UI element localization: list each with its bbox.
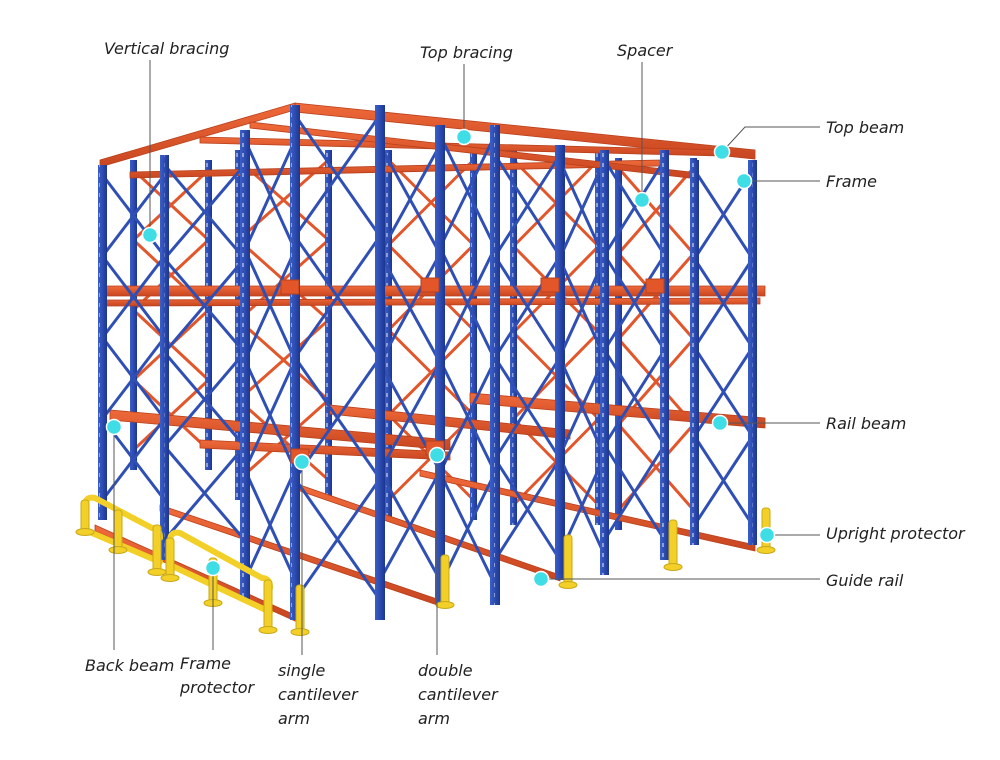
label-frame-protector: Frame protector [180,652,254,700]
rear-frame-3-upright-left-holes [511,150,514,525]
label-vertical-bracing: Vertical bracing [104,37,229,61]
label-frame: Frame [826,170,877,194]
callout-dot-single-cantilever-arm [295,455,310,470]
callout-dot-top-beam [715,145,730,160]
callout-dot-upright-protector [760,528,775,543]
rear-frame-0-upright-left-holes [131,160,134,470]
frame-protector-right-post-a [166,538,174,578]
front-frame-1-upright-left-holes [161,155,165,560]
frame-protector-left-post-c-base [148,569,166,576]
front-frame-4-upright-left-holes [376,135,380,600]
callout-dot-double-cantilever-arm [430,448,445,463]
frame-protector-left-post-b-base [109,547,127,554]
upright-protector-far [669,520,677,567]
cantilever-plate-3 [646,279,664,293]
cantilever-plate-0 [281,280,299,294]
front-frame-0-upright-left-holes [99,165,103,520]
label-guide-rail: Guide rail [826,569,903,593]
cantilever-plate-1 [421,278,439,292]
upright-protector-mid [441,555,449,605]
frame-protector-right-post-c-base [259,627,277,634]
label-back-beam: Back beam [85,654,174,678]
front-frame-8-upright-left-holes [601,150,605,560]
frame-protector-left-post-a [81,500,89,532]
label-spacer: Spacer [617,39,672,63]
rear-frame-4-upright-left-holes [616,158,619,530]
frame-protector-left-post-b [114,510,122,550]
front-frame-8-upright-right-holes [661,150,665,560]
callout-dot-back-beam [107,420,122,435]
frame-protector-left-post-c [153,525,161,572]
rear-frame-2-upright-left-holes [386,150,389,520]
callout-dot-spacer [635,193,650,208]
upright-protector-right-base [559,582,577,589]
front-frame-3-upright-left-holes [291,105,295,620]
upright-protector-front-base [291,629,309,636]
upright-protector-right [564,535,572,585]
label-rail-beam: Rail beam [826,412,906,436]
label-double-cantilever-arm: double cantilever arm [418,659,498,731]
callout-dot-vertical-bracing [143,228,158,243]
upright-protector-front [296,585,304,632]
label-top-beam: Top beam [826,116,904,140]
front-frame-9-upright-right-holes [749,160,753,545]
cantilever-plate-2 [541,278,559,292]
label-upright-protector: Upright protector [826,522,965,546]
frame-protector-left-post-a-base [76,529,94,536]
upright-protector-end-base [757,547,775,554]
front-frame-6-upright-left-holes [491,145,495,580]
upright-protector-mid-base [436,602,454,609]
frame-protector-right-post-a-base [161,575,179,582]
upright-protector-far-base [664,564,682,571]
label-top-bracing: Top bracing [420,41,513,65]
frame-protector-right-post-c [264,580,272,630]
front-frame-2-upright-left-holes [241,130,245,600]
callout-dot-rail-beam [713,416,728,431]
top-beam-left [100,103,295,167]
callout-dot-frame-protector [206,561,221,576]
callout-dot-frame [737,174,752,189]
front-frame-7-upright-left-holes [556,150,560,575]
label-single-cantilever-arm: single cantilever arm [278,659,358,731]
callout-dot-guide-rail [534,572,549,587]
front-frame-9-upright-left-holes [691,160,695,545]
callout-dot-top-bracing [457,130,472,145]
